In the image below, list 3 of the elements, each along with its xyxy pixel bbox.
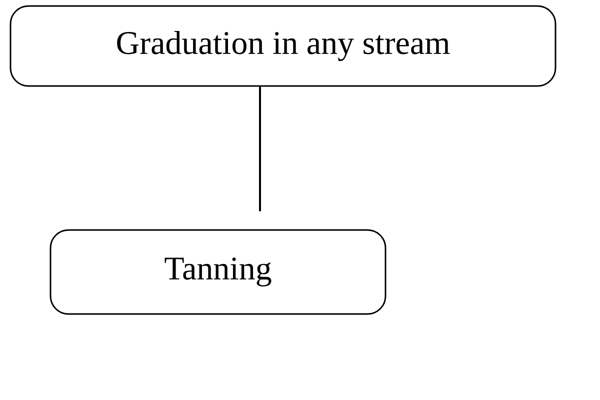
connector-line bbox=[259, 86, 261, 212]
rounded-box: Tanning bbox=[50, 229, 386, 315]
rounded-box: Graduation in any stream bbox=[10, 5, 556, 87]
